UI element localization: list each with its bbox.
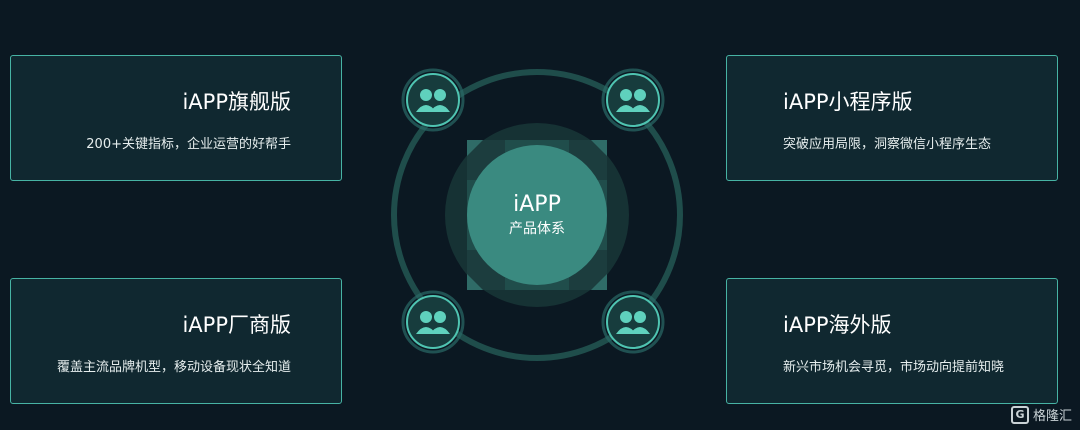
- users-icon: [601, 290, 665, 354]
- card-description: 覆盖主流品牌机型，移动设备现状全知道: [56, 360, 291, 375]
- users-icon: [401, 290, 465, 354]
- product-system-diagram: [391, 68, 683, 361]
- users-icon: [401, 68, 465, 132]
- watermark: G 格隆汇: [1010, 405, 1072, 424]
- center-subtitle: 产品体系: [509, 221, 565, 237]
- card-description: 突破应用局限，洞察微信小程序生态: [783, 137, 992, 152]
- outer-ring: [391, 69, 683, 361]
- card-overseas: iAPP海外版 新兴市场机会寻觅，市场动向提前知晓: [726, 278, 1058, 404]
- card-mini-program: iAPP小程序版 突破应用局限，洞察微信小程序生态: [726, 55, 1058, 181]
- card-title: iAPP厂商版: [182, 313, 291, 337]
- arrow-icons: [467, 140, 607, 290]
- card-flagship: iAPP旗舰版 200+关键指标，企业运营的好帮手: [10, 55, 342, 181]
- users-icon: [601, 68, 665, 132]
- card-description: 200+关键指标，企业运营的好帮手: [86, 137, 291, 152]
- card-description: 新兴市场机会寻觅，市场动向提前知晓: [783, 360, 1005, 375]
- card-title: iAPP海外版: [783, 313, 892, 337]
- card-title: iAPP小程序版: [783, 90, 913, 114]
- card-vendor: iAPP厂商版 覆盖主流品牌机型，移动设备现状全知道: [10, 278, 342, 404]
- center-circle: [467, 145, 607, 285]
- brand-logo-icon: G: [1010, 405, 1029, 424]
- watermark-text: 格隆汇: [1032, 409, 1072, 424]
- card-title: iAPP旗舰版: [182, 90, 291, 114]
- center-title: iAPP: [513, 192, 561, 217]
